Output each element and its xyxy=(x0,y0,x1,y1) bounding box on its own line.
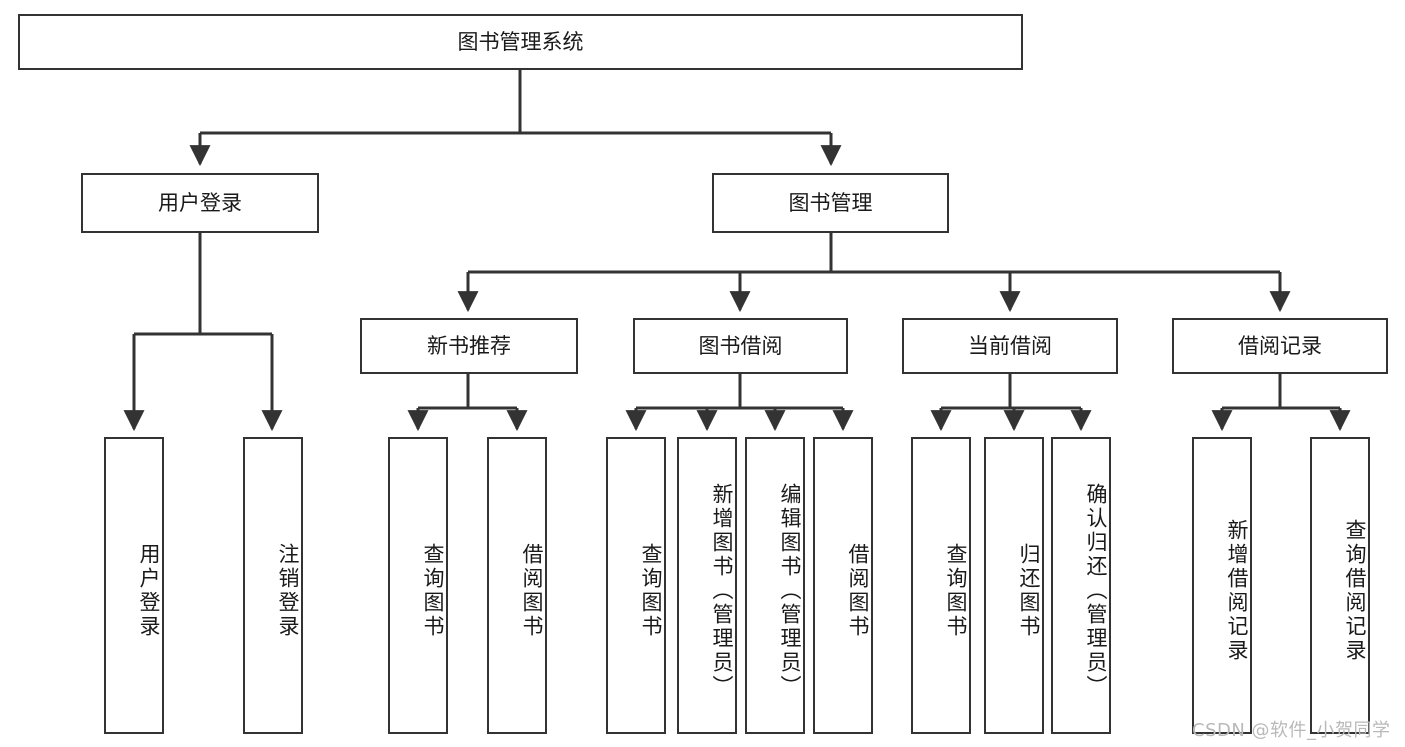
node-leaf-return-book[interactable]: 归还图书 xyxy=(984,437,1044,734)
node-leaf-borrow-book-2[interactable]: 借阅图书 xyxy=(813,437,873,734)
node-leaf-confirm-return-label: 确认归还（管理员） xyxy=(1084,482,1108,699)
csdn-watermark: CSDN @软件_小贺同学 xyxy=(1192,720,1391,741)
node-root[interactable]: 图书管理系统 xyxy=(18,14,1023,70)
node-leaf-user-login-label: 用户登录 xyxy=(137,542,161,639)
node-leaf-add-record[interactable]: 新增借阅记录 xyxy=(1192,437,1252,734)
node-leaf-user-login[interactable]: 用户登录 xyxy=(104,437,164,734)
node-leaf-add-book[interactable]: 新增图书（管理员） xyxy=(677,437,737,734)
node-book-borrow[interactable]: 图书借阅 xyxy=(633,318,848,374)
node-borrow-record-label: 借阅记录 xyxy=(1238,333,1322,358)
node-leaf-borrow-book-1[interactable]: 借阅图书 xyxy=(487,437,547,734)
node-leaf-query-record-label: 查询借阅记录 xyxy=(1343,518,1367,663)
node-leaf-add-book-label: 新增图书（管理员） xyxy=(710,482,734,699)
node-leaf-query-book-1-label: 查询图书 xyxy=(421,542,445,639)
node-leaf-query-record[interactable]: 查询借阅记录 xyxy=(1310,437,1370,734)
node-leaf-logout[interactable]: 注销登录 xyxy=(243,437,303,734)
node-leaf-query-book-3[interactable]: 查询图书 xyxy=(911,437,971,734)
node-leaf-query-book-3-label: 查询图书 xyxy=(944,542,968,639)
node-root-label: 图书管理系统 xyxy=(457,29,584,54)
node-book-borrow-label: 图书借阅 xyxy=(698,333,783,358)
node-leaf-borrow-book-1-label: 借阅图书 xyxy=(520,542,544,639)
node-current-borrow-label: 当前借阅 xyxy=(968,333,1052,358)
node-leaf-query-book-2-label: 查询图书 xyxy=(639,542,663,639)
node-leaf-logout-label: 注销登录 xyxy=(276,542,300,639)
node-leaf-query-book-2[interactable]: 查询图书 xyxy=(606,437,666,734)
node-borrow-record[interactable]: 借阅记录 xyxy=(1172,318,1388,374)
node-leaf-add-record-label: 新增借阅记录 xyxy=(1225,518,1249,663)
node-leaf-confirm-return[interactable]: 确认归还（管理员） xyxy=(1051,437,1111,734)
node-leaf-edit-book[interactable]: 编辑图书（管理员） xyxy=(745,437,805,734)
node-new-book-rec-label: 新书推荐 xyxy=(427,333,511,358)
node-leaf-edit-book-label: 编辑图书（管理员） xyxy=(778,482,802,699)
node-user-login-label: 用户登录 xyxy=(158,190,242,215)
node-leaf-query-book-1[interactable]: 查询图书 xyxy=(388,437,448,734)
node-book-manage[interactable]: 图书管理 xyxy=(712,173,949,233)
node-leaf-borrow-book-2-label: 借阅图书 xyxy=(846,542,870,639)
node-leaf-return-book-label: 归还图书 xyxy=(1017,542,1041,639)
node-current-borrow[interactable]: 当前借阅 xyxy=(902,318,1118,374)
node-user-login[interactable]: 用户登录 xyxy=(81,173,319,233)
node-book-manage-label: 图书管理 xyxy=(788,190,873,215)
node-new-book-rec[interactable]: 新书推荐 xyxy=(360,318,578,374)
